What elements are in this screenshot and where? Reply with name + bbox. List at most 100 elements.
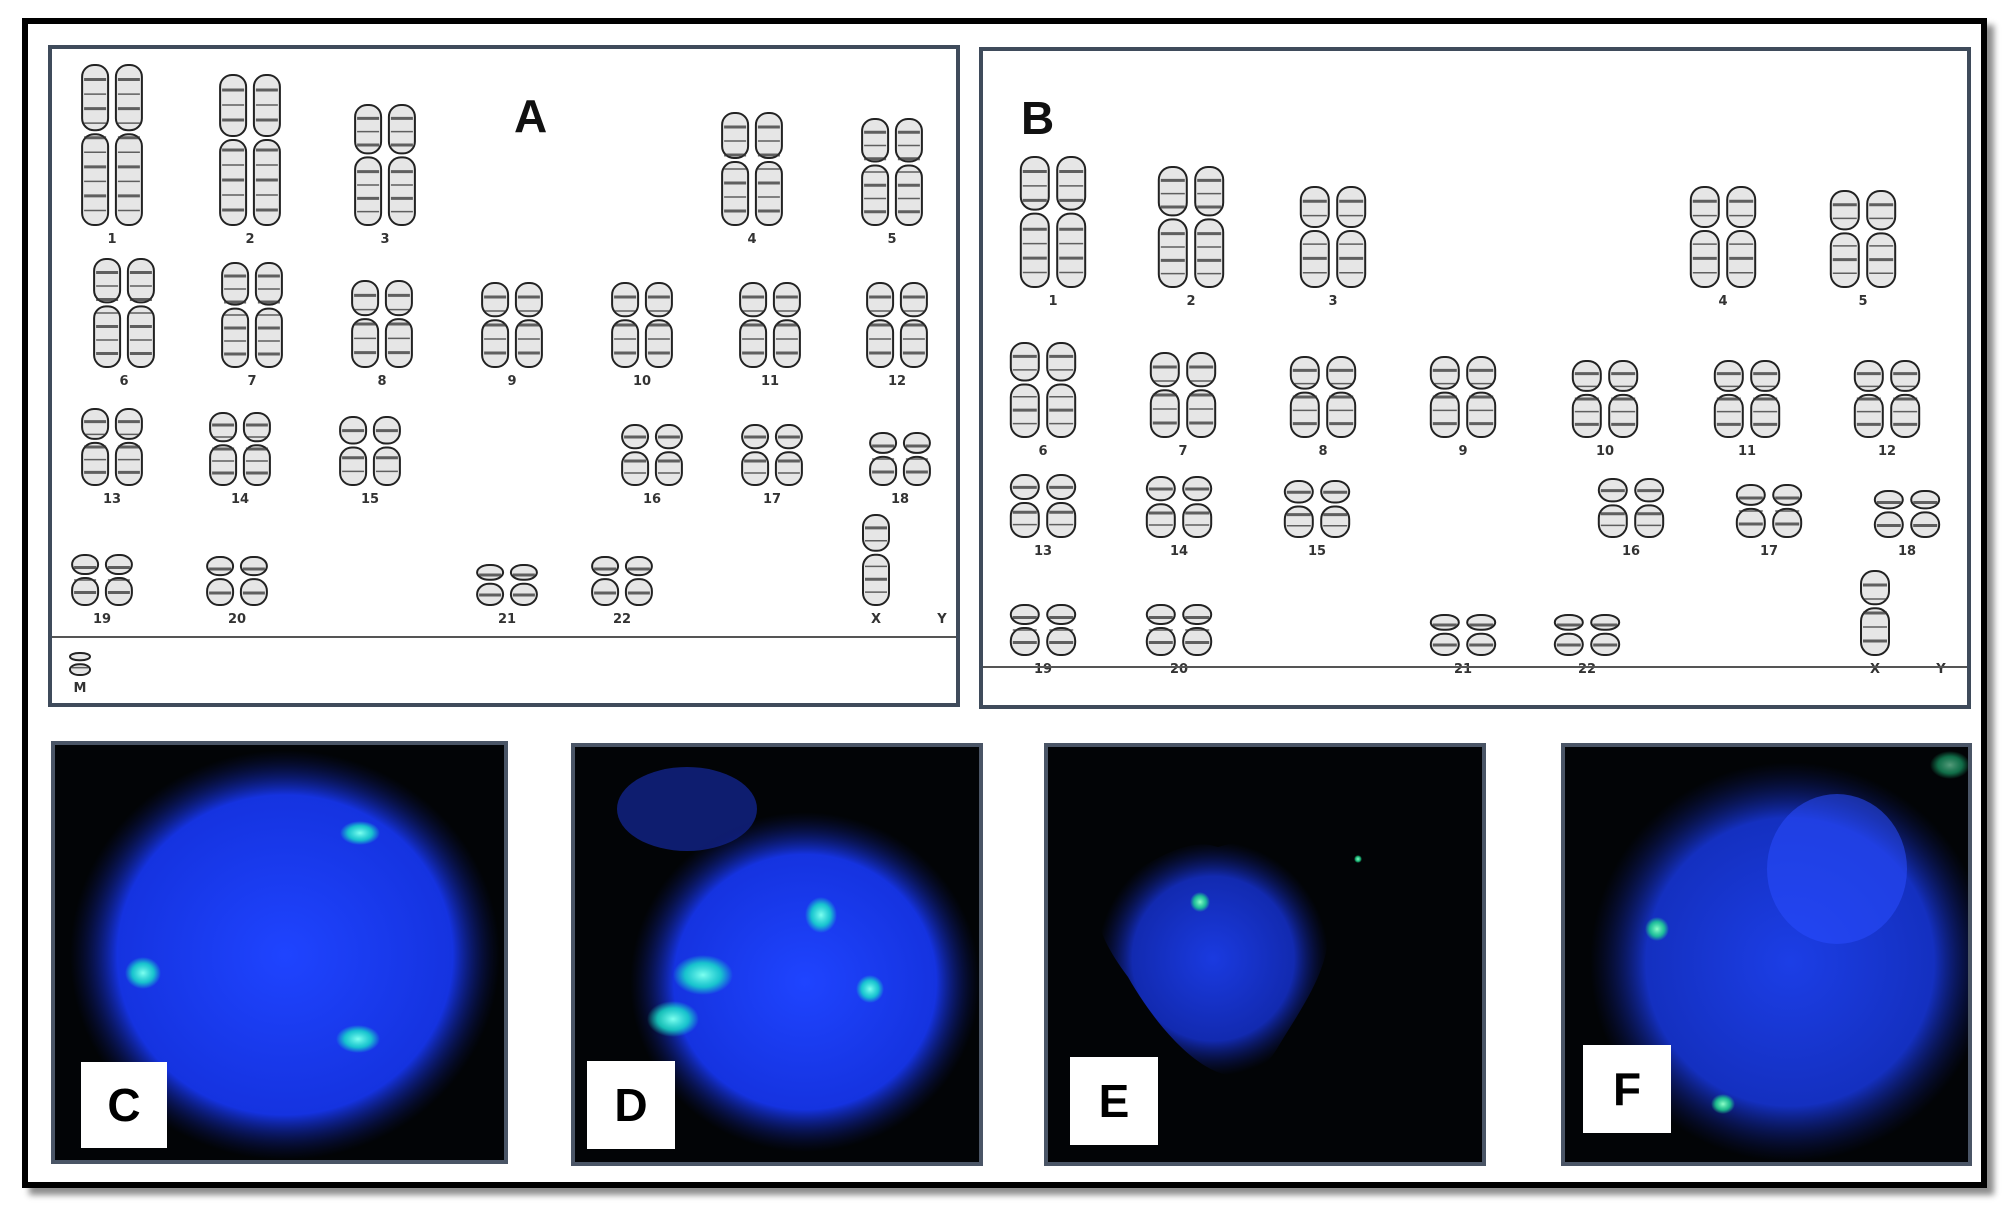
chromosome: [621, 424, 650, 487]
chromosome: [81, 64, 110, 226]
chromosome: [899, 282, 928, 368]
chromosome: [1466, 356, 1497, 439]
chromosome-number: 17: [1760, 544, 1778, 559]
chromosome: [772, 282, 801, 368]
chromosome: [354, 104, 383, 226]
chromosome: [1009, 604, 1040, 656]
chromosome: [1890, 360, 1921, 439]
chromosome: [1186, 352, 1217, 438]
fish-signal: [647, 1001, 699, 1037]
chromosome: [1829, 190, 1860, 289]
chromosome-number: 22: [1578, 662, 1596, 677]
chromosome-number: 20: [228, 612, 246, 627]
chromosome-number: 12: [888, 374, 906, 389]
chromosome: [481, 282, 510, 368]
chromosome-number: 19: [1034, 662, 1052, 677]
chromosome: [902, 432, 931, 486]
chromosome: [372, 416, 401, 486]
chromosome: [624, 556, 653, 606]
chromosome: [242, 412, 271, 486]
chromosome-number: 3: [1328, 294, 1337, 309]
chromosome: [1853, 360, 1884, 439]
fish-signal: [1645, 917, 1669, 941]
panel-label-f: F: [1583, 1045, 1671, 1133]
chromosome-number: 8: [1318, 444, 1327, 459]
chromosome: [252, 74, 281, 226]
chromosome: [1597, 478, 1628, 538]
chromosome-number: 3: [380, 232, 389, 247]
chromosome: [1283, 480, 1314, 538]
chromosome-number: 14: [1170, 544, 1188, 559]
chromosome: [721, 112, 750, 226]
chromosome: [476, 564, 505, 606]
chromosome-number: 17: [763, 492, 781, 507]
chromosome-number: 15: [361, 492, 379, 507]
chromosome-number: 7: [1178, 444, 1187, 459]
chromosome-number: 9: [507, 374, 516, 389]
chromosome: [754, 112, 783, 226]
fish-panel-d: D: [571, 743, 983, 1166]
fish-panel-c: C: [51, 741, 508, 1164]
chromosome: [1713, 360, 1744, 439]
chromosome: [1689, 186, 1720, 288]
chromosome: [1149, 352, 1180, 438]
fish-image-e: [1097, 841, 1362, 1076]
chromosome: [81, 408, 110, 487]
chromosome-number: 21: [1454, 662, 1472, 677]
chromosome: [1019, 156, 1050, 289]
chromosome-number: 2: [1186, 294, 1195, 309]
chromosome: [611, 282, 640, 368]
chromosome: [1466, 614, 1497, 656]
fish-signal: [856, 975, 884, 1003]
chromosome: [1326, 356, 1357, 439]
chromosome-number: 11: [761, 374, 779, 389]
chromosome: [861, 118, 890, 226]
chromosome: [126, 258, 155, 368]
chromosome-number: 2: [245, 232, 254, 247]
nucleus: [1767, 794, 1907, 944]
panel-label-c: C: [81, 1062, 167, 1148]
chromosome: [93, 258, 122, 368]
chromosome: [509, 564, 538, 606]
chromosome: [1182, 604, 1213, 656]
chromosome: [239, 556, 268, 606]
fish-signal: [125, 957, 161, 989]
chromosome: [1009, 474, 1040, 539]
chromosome-number: 4: [1718, 294, 1727, 309]
chromosome-number: 11: [1738, 444, 1756, 459]
chromosome-number: 1: [107, 232, 116, 247]
chromosome: [1046, 342, 1077, 439]
chromosome-number: 5: [1858, 294, 1867, 309]
chromosome: [69, 652, 91, 676]
chromosome-number: 4: [747, 232, 756, 247]
fish-signal: [673, 955, 733, 995]
fish-image-f: [1590, 751, 1968, 1162]
chromosome: [739, 282, 768, 368]
chromosome: [894, 118, 923, 226]
chromosome-number: 19: [93, 612, 111, 627]
panel-label-a: A: [514, 90, 548, 142]
chromosome: [387, 104, 416, 226]
chromosome: [591, 556, 620, 606]
fish-signal: [336, 1025, 380, 1053]
fish-panel-f: F: [1561, 743, 1972, 1166]
chromosome: [1056, 156, 1087, 289]
chromosome: [221, 262, 250, 368]
chromosome-number: 12: [1878, 444, 1896, 459]
fish-signal: [1354, 855, 1362, 863]
chromosome-number: 8: [377, 374, 386, 389]
fish-panel-e: E: [1044, 743, 1486, 1166]
chromosome-number: 13: [103, 492, 121, 507]
chromosome-number: 1: [1048, 294, 1057, 309]
chromosome: [654, 424, 683, 487]
chromosome: [1009, 342, 1040, 439]
chromosome-number: 9: [1458, 444, 1467, 459]
fish-image-c: [70, 750, 500, 1160]
chromosome-number: 18: [1898, 544, 1916, 559]
chromosome-number: 6: [119, 374, 128, 389]
chromosome: [339, 416, 368, 486]
chromosome-number: 10: [633, 374, 651, 389]
nucleus: [70, 750, 500, 1160]
